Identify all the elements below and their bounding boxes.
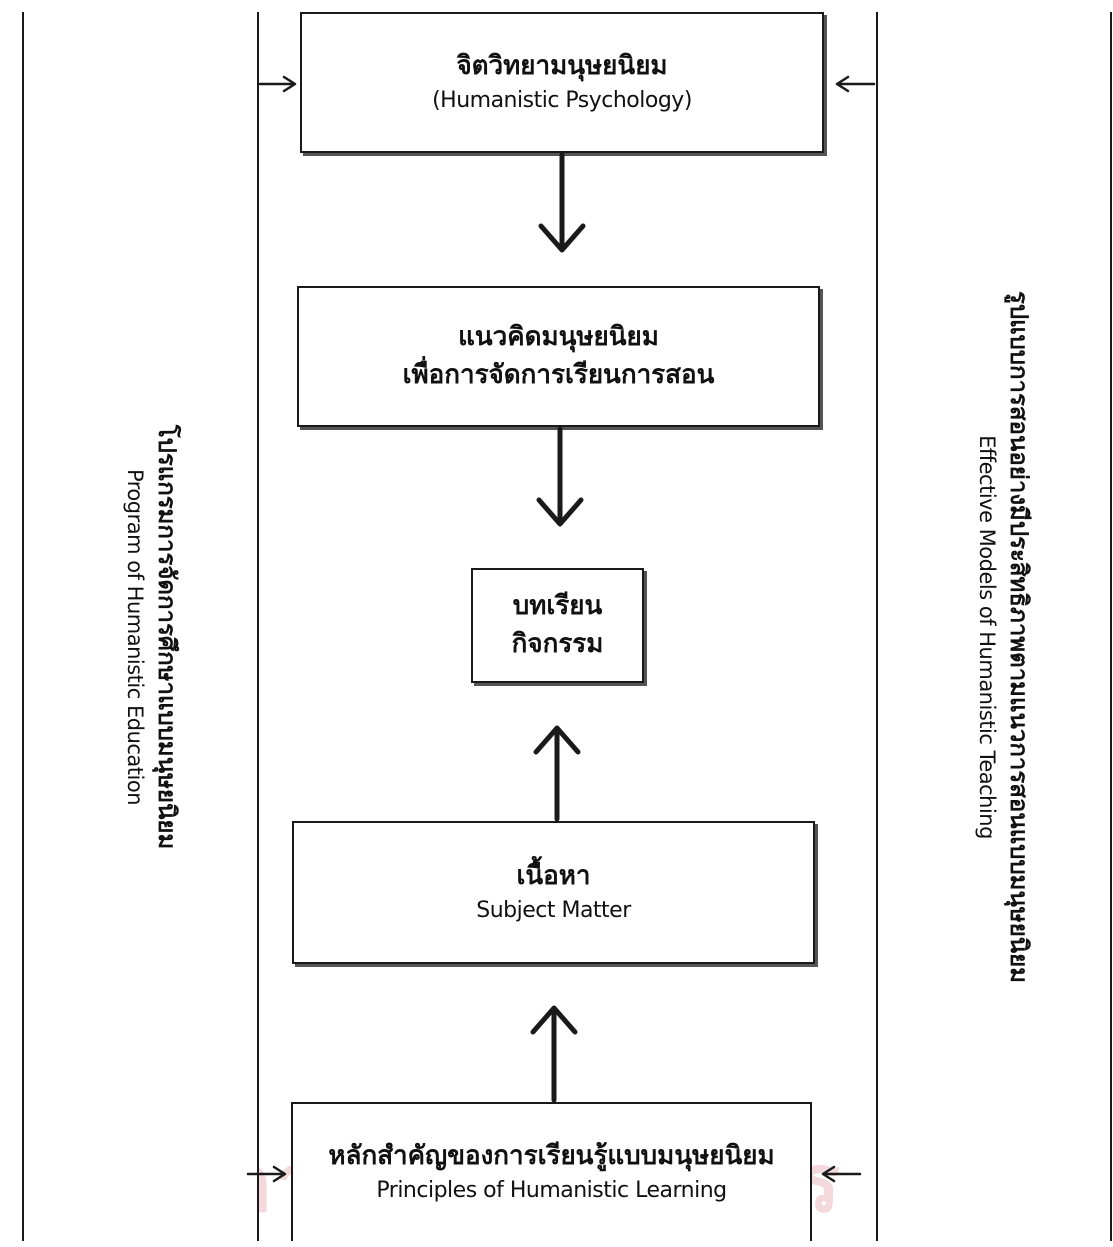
subject-eng: Subject Matter	[476, 897, 631, 923]
lessons-thai-line2: กิจกรรม	[511, 628, 604, 659]
psychology-eng: (Humanistic Psychology)	[432, 87, 692, 113]
arrowhead-right-1	[282, 75, 297, 93]
arrowhead-left-1	[835, 75, 850, 93]
arrowhead-left-2	[821, 1165, 836, 1183]
principles-box: หลักสำคัญของการเรียนรู้แบบมนุษยนิยม Prin…	[291, 1102, 812, 1241]
arrowhead-up-2	[530, 1005, 578, 1035]
concept-thai-line2: เพื่อการจัดการเรียนการสอน	[402, 359, 715, 390]
lessons-thai-line1: บทเรียน	[512, 590, 603, 621]
arrowhead-down-2	[536, 497, 584, 527]
subject-thai: เนื้อหา	[516, 861, 591, 892]
principles-eng: Principles of Humanistic Learning	[376, 1177, 727, 1203]
arrowhead-up-1	[533, 725, 581, 755]
arrowhead-right-2	[272, 1165, 287, 1183]
psychology-thai: จิตวิทยามนุษยนิยม	[456, 51, 668, 82]
lessons-box: บทเรียน กิจกรรม	[471, 568, 644, 683]
principles-thai: หลักสำคัญของการเรียนรู้แบบมนุษยนิยม	[328, 1141, 775, 1172]
subject-box: เนื้อหา Subject Matter	[292, 821, 815, 964]
psychology-box: จิตวิทยามนุษยนิยม (Humanistic Psychology…	[300, 12, 824, 153]
arrowhead-down-1	[538, 223, 586, 253]
concept-thai-line1: แนวคิดมนุษยนิยม	[458, 321, 659, 352]
right-side-panel: รูปแบบการสอนอย่างมีประสิทธิภาพตามแนวการส…	[876, 12, 1112, 1241]
concept-box: แนวคิดมนุษยนิยม เพื่อการจัดการเรียนการสอ…	[297, 286, 820, 427]
left-side-panel: โปรแกรมการจัดการศึกษาแบบมนุษยนิยม Progra…	[22, 12, 259, 1241]
